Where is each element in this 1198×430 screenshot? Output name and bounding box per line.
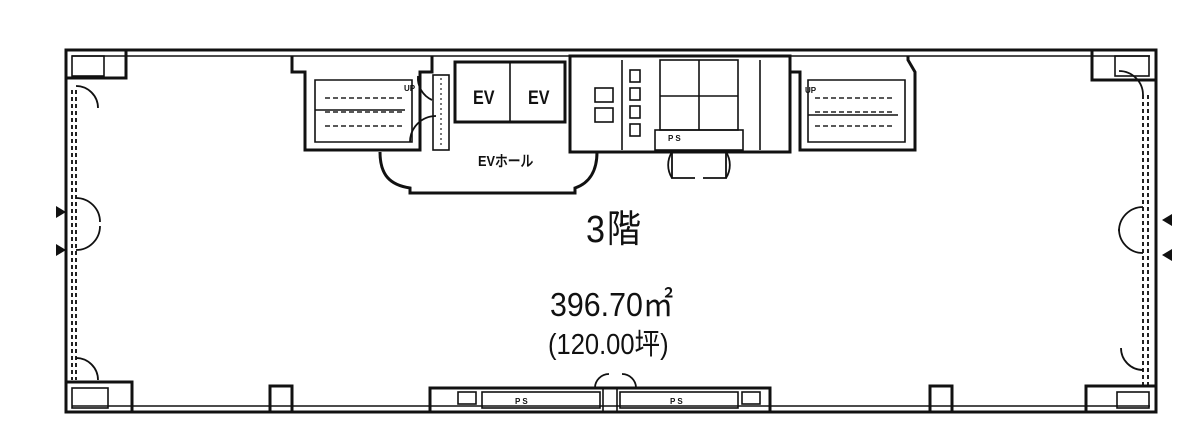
floor-area-tsubo: (120.00坪)	[548, 329, 669, 361]
entrance-arrow-icon	[56, 244, 66, 256]
floor-number-label: 3階	[586, 209, 643, 251]
elevator-hall	[378, 151, 599, 195]
entrance-arrow-icon	[1162, 214, 1172, 226]
bottom-pipe-space-1-label: P S	[515, 397, 528, 406]
elevator-1-label: EV	[473, 88, 495, 109]
entrance-markers	[56, 206, 1172, 261]
stair-up-left-label: UP	[404, 84, 416, 93]
bottom-pipe-space-2-label: P S	[670, 397, 683, 406]
columns	[268, 384, 954, 414]
stair-up-right-label: UP	[805, 86, 817, 95]
right-stair	[788, 56, 917, 152]
entrance-arrow-icon	[1162, 249, 1172, 261]
elevator-shafts	[432, 60, 567, 151]
entrance-arrow-icon	[56, 206, 66, 218]
elevator-2-label: EV	[528, 88, 550, 109]
toilet-core	[568, 54, 792, 179]
corner-columns	[64, 48, 1158, 414]
elevator-hall-label: EVホール	[478, 153, 534, 170]
pipe-space-label: P S	[668, 134, 681, 143]
bottom-pipe-shafts	[428, 386, 772, 414]
door-swings	[75, 70, 1144, 389]
floor-area-square-meters: 396.70㎡	[550, 286, 674, 323]
left-stair	[290, 56, 434, 152]
